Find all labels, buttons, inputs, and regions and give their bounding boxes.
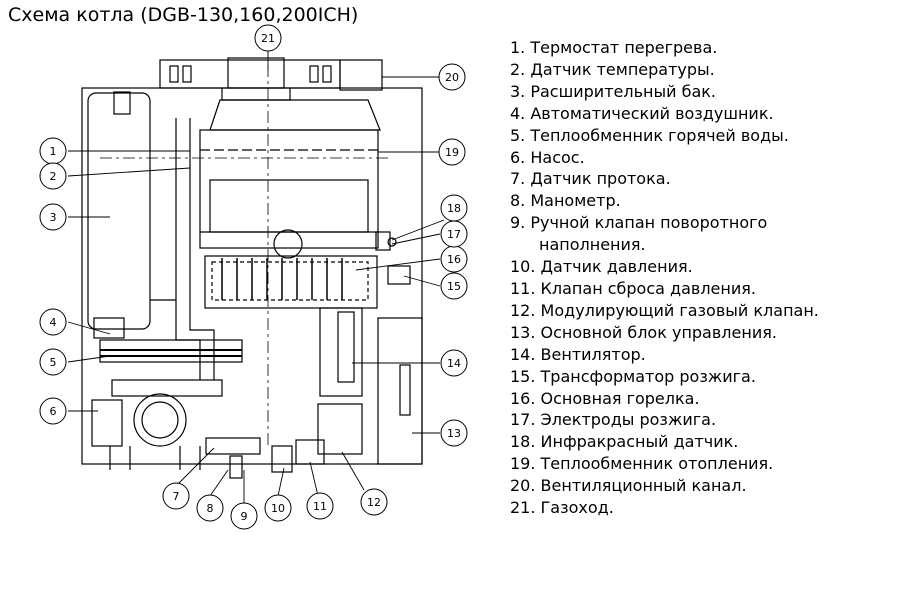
callout-label: 16 xyxy=(447,253,461,266)
legend-item: 21. Газоход. xyxy=(510,498,614,518)
heating-heat-exchanger xyxy=(199,129,379,249)
legend-item: 12. Модулирующий газовый клапан. xyxy=(510,300,819,320)
callout-circle xyxy=(39,203,67,231)
legend-item: 15. Трансформатор розжига. xyxy=(510,366,756,386)
callout-label: 21 xyxy=(261,32,275,45)
fan-hood xyxy=(209,99,381,131)
callout-circle xyxy=(230,502,258,530)
fan xyxy=(319,307,363,397)
legend-item: 14. Вентилятор. xyxy=(510,344,646,364)
callout-label: 2 xyxy=(50,170,57,183)
callout-circle xyxy=(39,162,67,190)
callout-label: 4 xyxy=(50,316,57,329)
callout-circle xyxy=(39,397,67,425)
legend-item: 2. Датчик температуры. xyxy=(510,59,715,79)
callout-circle xyxy=(440,194,468,222)
callout-circle xyxy=(438,138,466,166)
legend-item: 17. Электроды розжига. xyxy=(510,410,717,430)
legend-item: 1. Термостат перегрева. xyxy=(510,38,718,57)
callout-label: 19 xyxy=(445,146,459,159)
legend-item: 9. Ручной клапан поворотного xyxy=(510,213,768,233)
callout-label: 7 xyxy=(173,490,180,503)
component-legend: 1. Термостат перегрева. 2. Датчик темпера… xyxy=(510,37,819,519)
callout-label: 11 xyxy=(313,500,327,513)
callout-label: 6 xyxy=(50,405,57,418)
callout-label: 13 xyxy=(447,427,461,440)
legend-item: наполнения. xyxy=(539,235,646,255)
legend-item: 11. Клапан сброса давления. xyxy=(510,278,756,298)
callout-label: 10 xyxy=(271,502,285,515)
expansion-tank xyxy=(87,92,151,330)
legend-item: 10. Датчик давления. xyxy=(510,257,693,277)
ignition-transformer xyxy=(387,265,411,285)
callout-circle xyxy=(440,272,468,300)
callout-circle xyxy=(162,482,190,510)
callout-circle xyxy=(196,494,224,522)
callout-circle xyxy=(360,488,388,516)
callout-circle xyxy=(254,24,282,52)
pump xyxy=(133,393,187,447)
flow-sensor xyxy=(205,437,261,455)
legend-item: 3. Расширительный бак. xyxy=(510,81,717,101)
callout-label: 17 xyxy=(447,228,461,241)
legend-item: 8. Манометр. xyxy=(510,191,621,211)
control-board xyxy=(377,317,423,465)
vent-duct xyxy=(339,59,383,91)
pressure-relief-valve xyxy=(295,439,325,465)
callout-circle xyxy=(438,63,466,91)
callout-label: 1 xyxy=(50,145,57,158)
flue-outlet xyxy=(227,57,285,89)
callout-label: 20 xyxy=(445,71,459,84)
mounting-bracket xyxy=(159,59,341,89)
legend-item: 6. Насос. xyxy=(510,147,585,167)
callout-label: 14 xyxy=(447,357,461,370)
callout-label: 5 xyxy=(50,356,57,369)
legend-item: 4. Автоматический воздушник. xyxy=(510,103,774,123)
callout-label: 8 xyxy=(207,502,214,515)
callout-label: 15 xyxy=(447,280,461,293)
legend-item: 7. Датчик протока. xyxy=(510,169,671,189)
callout-circle xyxy=(306,492,334,520)
gas-valve xyxy=(317,403,363,455)
callout-label: 3 xyxy=(50,211,57,224)
legend-item: 19. Теплообменник отопления. xyxy=(510,454,774,474)
legend-item: 5. Теплообменник горячей воды. xyxy=(510,125,789,145)
auto-air-vent xyxy=(93,317,125,339)
main-burner xyxy=(204,255,378,309)
callout-circle xyxy=(440,349,468,377)
callout-circle xyxy=(39,348,67,376)
pressure-sensor xyxy=(271,445,293,473)
callout-label: 12 xyxy=(367,496,381,509)
legend-item: 20. Вентиляционный канал. xyxy=(510,476,747,496)
callout-label: 18 xyxy=(447,202,461,215)
legend-item: 16. Основная горелка. xyxy=(510,388,700,408)
callout-circle xyxy=(39,308,67,336)
legend-item: 18. Инфракрасный датчик. xyxy=(510,432,739,452)
callout-label: 9 xyxy=(241,510,248,523)
callout-circle xyxy=(264,494,292,522)
pump-housing xyxy=(91,399,123,447)
callout-circle xyxy=(440,419,468,447)
diagram-title: Схема котла (DGB-130,160,200ICH) xyxy=(8,4,359,26)
legend-item: 13. Основной блок управления. xyxy=(510,322,777,342)
